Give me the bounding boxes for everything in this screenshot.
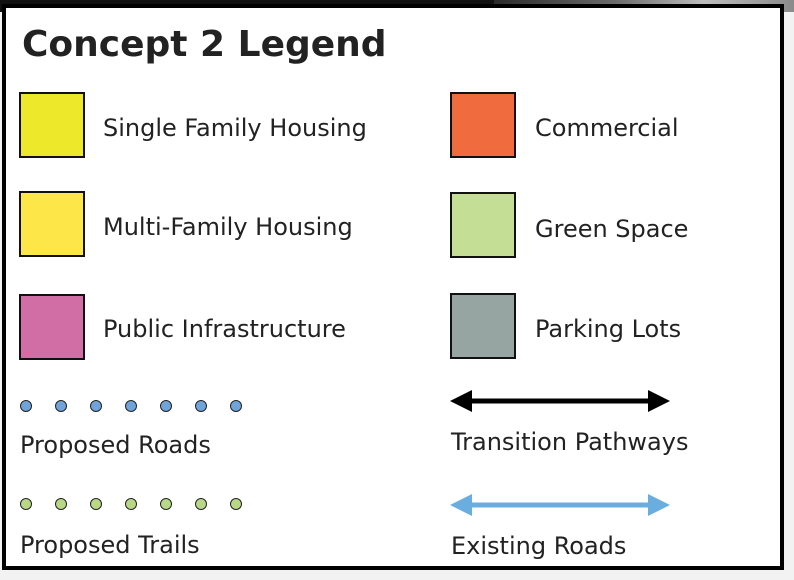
legend-title: Concept 2 Legend [22,24,387,65]
arrowhead-right [648,494,670,516]
label-commercial: Commercial [535,114,679,142]
label-transition-pathways: Transition Pathways [451,428,689,456]
dot [90,400,102,412]
dot [160,400,172,412]
dot [230,400,242,412]
dot [90,498,102,510]
dot [195,498,207,510]
label-public-infrastructure: Public Infrastructure [103,315,346,343]
dot [20,400,32,412]
arrowhead-left [450,390,472,412]
label-proposed-roads: Proposed Roads [20,431,211,459]
label-proposed-trails: Proposed Trails [20,531,200,559]
proposed-trails-dotted-line [20,498,260,512]
swatch-parking-lots [450,293,516,359]
transition-pathways-arrow [450,390,670,412]
existing-roads-arrow [450,494,670,516]
swatch-green-space [450,192,516,258]
label-existing-roads: Existing Roads [451,532,627,560]
swatch-public-infrastructure [19,294,85,360]
swatch-single-family-housing [19,92,85,158]
arrowhead-left [450,494,472,516]
label-green-space: Green Space [535,215,689,243]
swatch-multi-family-housing [19,191,85,257]
dot [125,400,137,412]
label-single-family-housing: Single Family Housing [103,114,367,142]
label-multi-family-housing: Multi-Family Housing [103,213,353,241]
dot [230,498,242,510]
dot [125,498,137,510]
swatch-commercial [450,92,516,158]
dot [20,498,32,510]
dot [195,400,207,412]
dot [55,498,67,510]
legend-panel: Concept 2 Legend Single Family Housing M… [2,4,784,570]
dot [55,400,67,412]
arrowhead-right [648,390,670,412]
proposed-roads-dotted-line [20,400,260,414]
label-parking-lots: Parking Lots [535,315,682,343]
dot [160,498,172,510]
